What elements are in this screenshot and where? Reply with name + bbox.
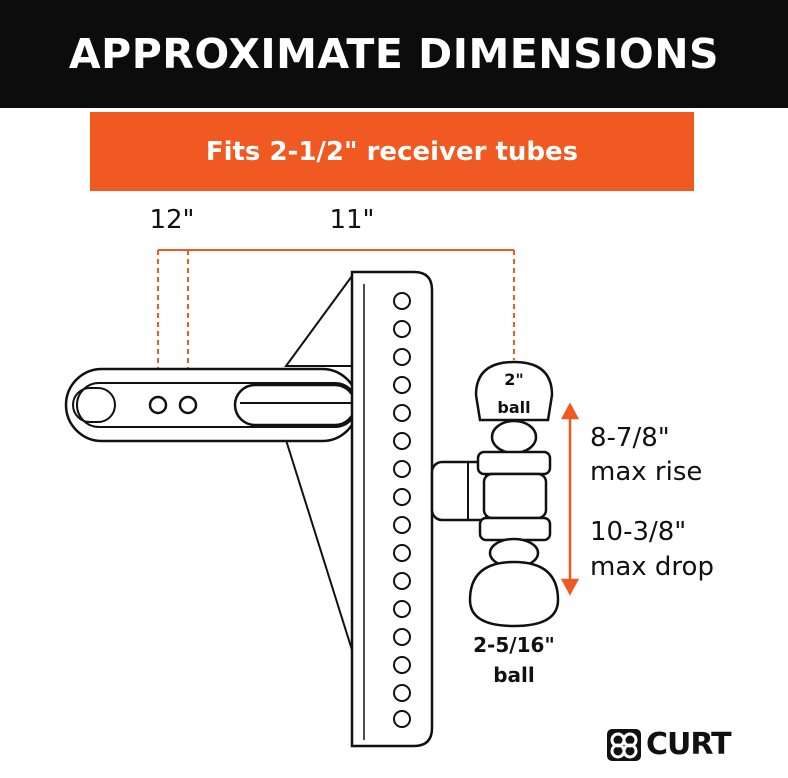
plate-holes [393, 292, 411, 728]
dual-ball [468, 360, 560, 628]
dimension-label-long: 11" [329, 205, 374, 235]
large-ball-size: 2-5/16" [473, 633, 555, 657]
fit-banner-text: Fits 2-1/2" receiver tubes [205, 136, 579, 167]
small-ball-size: 2" [504, 370, 523, 389]
pin-hole [178, 395, 198, 415]
page-title: APPROXIMATE DIMENSIONS [68, 30, 720, 78]
large-ball-label: ball [493, 663, 535, 687]
brand-name: CURT [646, 727, 732, 762]
pin-hole [148, 395, 168, 415]
drop-label: max drop [590, 552, 714, 582]
small-ball-label: ball [497, 398, 530, 417]
gusset [284, 275, 353, 651]
rise-drop-arrow [560, 402, 580, 596]
drop-value: 10-3/8" [590, 517, 686, 547]
rise-value: 8-7/8" [590, 423, 670, 453]
hitch-shank [64, 367, 360, 443]
dimension-label-short: 12" [149, 205, 194, 235]
drop-plate [350, 270, 434, 748]
fit-banner: Fits 2-1/2" receiver tubes [90, 112, 694, 191]
header-bar: APPROXIMATE DIMENSIONS [0, 0, 788, 108]
rise-label: max rise [590, 457, 702, 487]
brand-logo: CURT [606, 727, 732, 762]
curt-emblem-icon [607, 728, 641, 761]
